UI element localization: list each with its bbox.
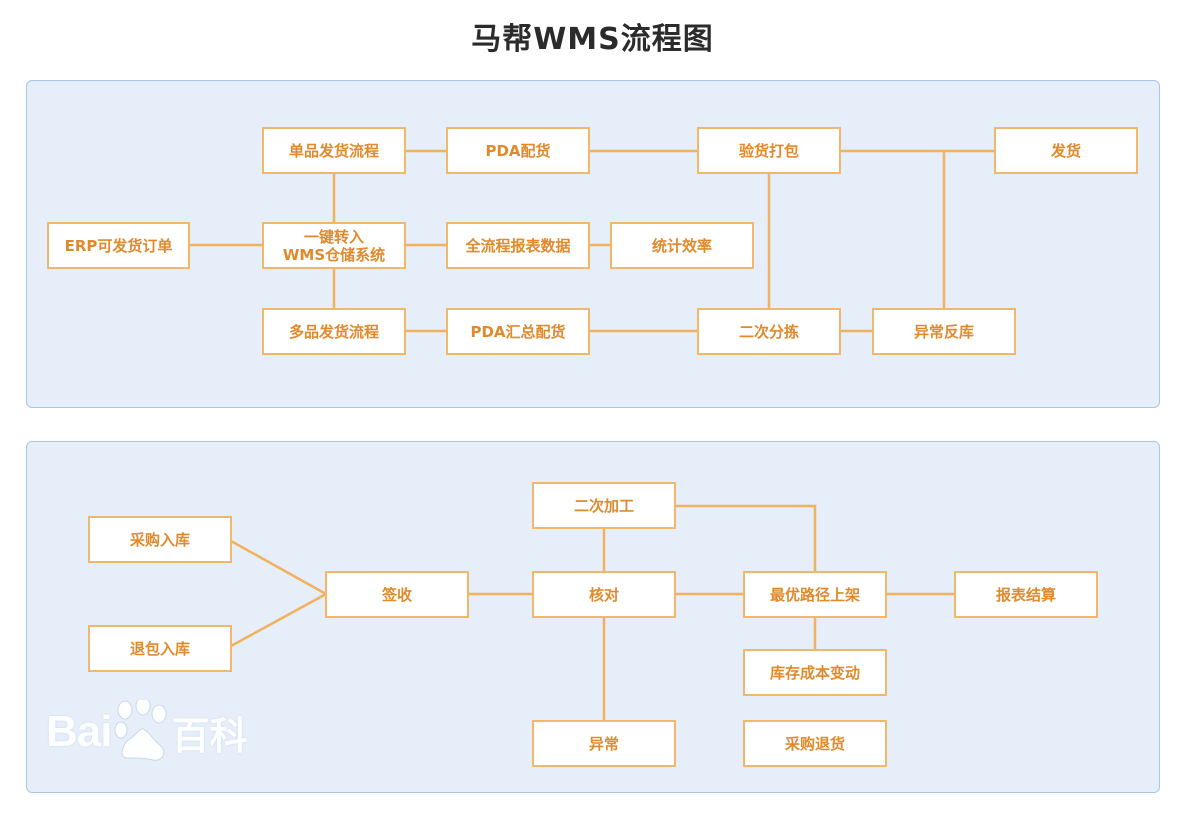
node-return-inbound: 退包入库 xyxy=(88,625,232,672)
node-wms-import: 一键转入 WMS仓储系统 xyxy=(262,222,406,269)
node-single-item-flow: 单品发货流程 xyxy=(262,127,406,174)
node-report-settlement: 报表结算 xyxy=(954,571,1098,618)
watermark-bai-text: Bai xyxy=(46,707,112,756)
node-erp-orders: ERP可发货订单 xyxy=(47,222,190,269)
node-sign: 签收 xyxy=(325,571,469,618)
node-pda-batch-picking: PDA汇总配货 xyxy=(446,308,590,355)
page-title: 马帮WMS流程图 xyxy=(471,22,714,57)
node-efficiency: 统计效率 xyxy=(610,222,754,269)
node-exception-return: 异常反库 xyxy=(872,308,1016,355)
node-verify: 核对 xyxy=(532,571,676,618)
node-report-data: 全流程报表数据 xyxy=(446,222,590,269)
node-pda-picking: PDA配货 xyxy=(446,127,590,174)
node-purchase-return: 采购退货 xyxy=(743,720,887,767)
paw-logo-icon xyxy=(114,700,167,761)
node-inventory-cost: 库存成本变动 xyxy=(743,649,887,696)
baidu-baike-watermark: Bai 百科 xyxy=(46,700,248,764)
node-secondary-sorting: 二次分拣 xyxy=(697,308,841,355)
node-multi-item-flow: 多品发货流程 xyxy=(262,308,406,355)
node-optimal-shelving: 最优路径上架 xyxy=(743,571,887,618)
watermark-baike-text: 百科 xyxy=(171,715,248,758)
node-exception: 异常 xyxy=(532,720,676,767)
node-ship: 发货 xyxy=(994,127,1138,174)
node-purchase-inbound: 采购入库 xyxy=(88,516,232,563)
node-inspect-pack: 验货打包 xyxy=(697,127,841,174)
panel-outbound xyxy=(26,80,1160,408)
node-secondary-processing: 二次加工 xyxy=(532,482,676,529)
